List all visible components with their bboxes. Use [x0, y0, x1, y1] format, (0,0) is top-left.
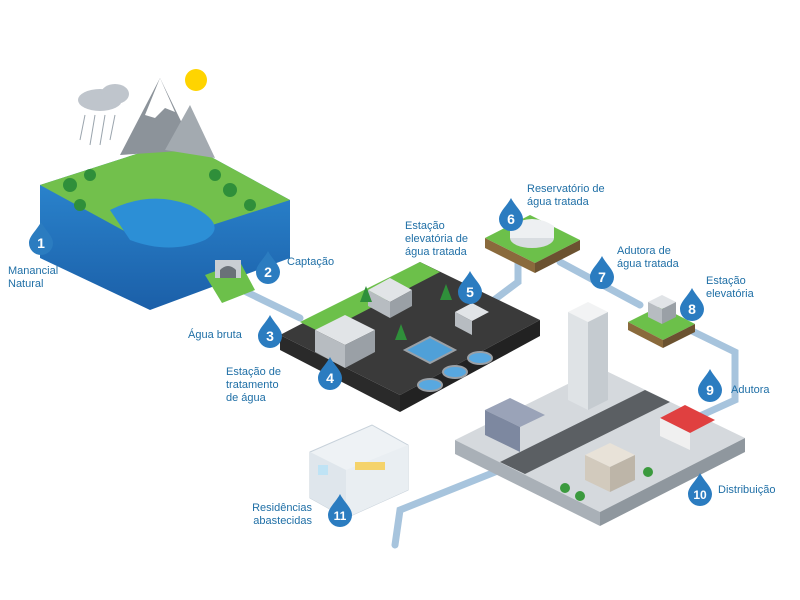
label-captacao: Captação	[287, 256, 335, 268]
label-agua-bruta: Água bruta	[188, 329, 242, 341]
label-line: Estação	[706, 275, 746, 287]
label-reservatorio: Reservatório de água tratada	[527, 183, 605, 209]
drop-icon	[328, 494, 352, 527]
drop-number: 4	[326, 370, 334, 386]
drop-marker-1: 1	[29, 222, 53, 255]
drop-marker-7: 7	[590, 256, 614, 289]
plant-trees	[360, 284, 452, 340]
drop-icon	[318, 357, 342, 390]
plant-buildings	[315, 278, 489, 368]
booster-station	[628, 295, 695, 348]
drop-icon	[499, 198, 523, 231]
drop-number: 8	[688, 301, 696, 317]
drop-icon	[698, 369, 722, 402]
drop-number: 7	[598, 269, 606, 285]
captation-structure	[205, 260, 255, 303]
drop-marker-6: 6	[499, 198, 523, 231]
label-estacao-tratamento: Estação de tratamento de água	[226, 366, 316, 405]
drop-marker-8: 8	[680, 288, 704, 321]
label-manancial-natural: Manancial Natural	[8, 265, 58, 291]
drop-marker-2: 2	[256, 251, 280, 284]
label-line: Reservatório de	[527, 183, 605, 195]
treatment-plant-platform	[280, 262, 540, 412]
label-line: Estação	[405, 220, 445, 232]
label-line: de água	[226, 392, 266, 404]
drop-number: 2	[264, 264, 272, 280]
drop-number: 5	[466, 284, 474, 300]
drop-icon	[256, 251, 280, 284]
label-line: água tratada	[617, 258, 679, 270]
rain-icon	[79, 114, 116, 146]
treatment-tanks	[402, 335, 493, 392]
drop-number: 3	[266, 328, 274, 344]
label-line: Estação de	[226, 366, 282, 378]
drop-number: 6	[507, 211, 515, 227]
spring-island	[40, 69, 290, 310]
label-line: Residências	[252, 502, 312, 514]
drop-number: 9	[706, 382, 714, 398]
drop-icon	[688, 473, 712, 506]
drop-number: 1	[37, 235, 45, 251]
drop-icon	[458, 271, 482, 304]
cloud-icon	[78, 84, 129, 111]
drop-icon	[29, 222, 53, 255]
label-line: elevatória de	[405, 233, 468, 245]
drop-icon	[680, 288, 704, 321]
drop-marker-4: 4	[318, 357, 342, 390]
label-adutora-tratada: Adutora de água tratada	[617, 245, 679, 271]
drop-marker-10: 10	[688, 473, 712, 506]
pipe-distribution	[391, 466, 504, 549]
drop-number: 11	[334, 509, 347, 523]
drop-marker-11: 11	[328, 494, 352, 527]
drop-marker-5: 5	[458, 271, 482, 304]
label-line: Manancial	[8, 265, 59, 277]
city-trees	[560, 467, 653, 501]
label-line: elevatória	[706, 288, 754, 300]
drop-marker-3: 3	[258, 315, 282, 348]
residence-room	[309, 424, 409, 519]
pipe-to-booster	[676, 326, 739, 429]
city-block	[455, 302, 745, 526]
label-line: água tratada	[527, 196, 589, 208]
trees	[63, 169, 256, 211]
label-distribuicao: Distribuição	[718, 484, 776, 496]
drop-number: 10	[693, 488, 707, 502]
label-estacao-elevatoria-tratada: Estação elevatória de água tratada	[405, 220, 468, 259]
label-line: abastecidas	[253, 515, 312, 527]
drop-icon	[258, 315, 282, 348]
label-estacao-elevatoria: Estação elevatória	[706, 275, 754, 301]
label-line: tratamento	[226, 379, 279, 391]
label-line: Natural	[8, 278, 44, 290]
label-adutora: Adutora	[731, 384, 770, 396]
tower	[568, 302, 608, 410]
drop-icon	[590, 256, 614, 289]
label-line: Adutora de	[617, 245, 671, 257]
drop-marker-9: 9	[698, 369, 722, 402]
label-residencias: Residências abastecidas	[240, 502, 312, 528]
label-line: água tratada	[405, 246, 467, 258]
